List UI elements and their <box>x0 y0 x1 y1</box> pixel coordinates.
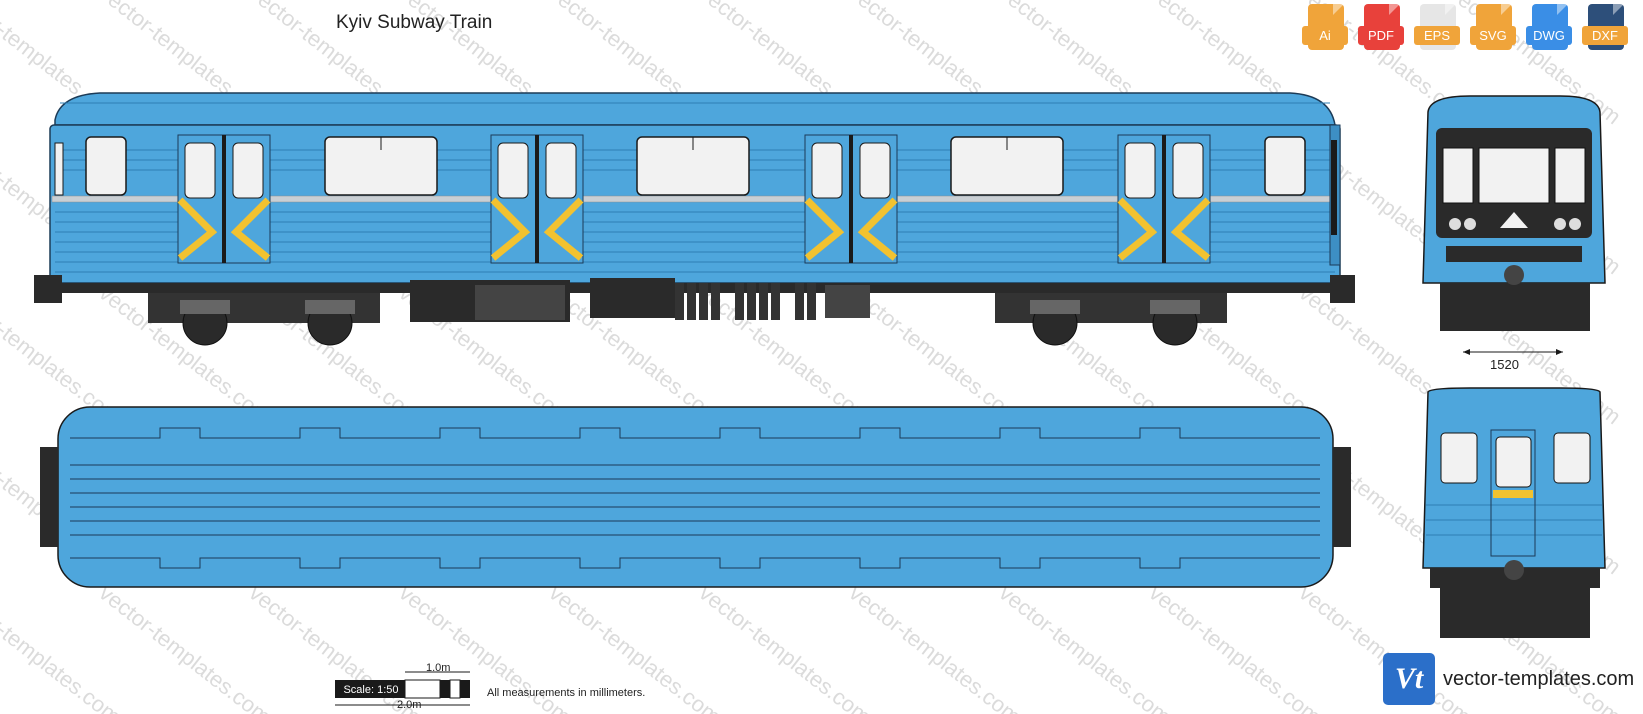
door-pair <box>490 134 584 264</box>
scale-two-meter: 2.0m <box>397 699 422 711</box>
pdf-file-icon[interactable]: PDF <box>1358 4 1404 52</box>
format-label: SVG <box>1470 26 1516 45</box>
top-view <box>40 406 1351 588</box>
bogie <box>995 293 1227 346</box>
rear-view <box>1422 387 1606 638</box>
brand-logo-icon: Vt <box>1383 653 1435 705</box>
format-label: DWG <box>1526 26 1572 45</box>
format-download-bar: Ai PDF EPS SVG DWG DXF <box>1302 4 1638 54</box>
dxf-file-icon[interactable]: DXF <box>1582 4 1628 52</box>
page-title: Kyiv Subway Train <box>336 12 493 33</box>
scale-one-meter: 1.0m <box>426 662 451 674</box>
format-label: PDF <box>1358 26 1404 45</box>
format-label: EPS <box>1414 26 1460 45</box>
front-view <box>1422 95 1606 355</box>
scale-bar-graphic <box>335 671 470 706</box>
format-label: DXF <box>1582 26 1628 45</box>
door-pair <box>1117 134 1211 264</box>
bogie <box>148 293 380 346</box>
track-gauge-dimension: 1520 <box>1490 357 1519 372</box>
dwg-file-icon[interactable]: DWG <box>1526 4 1572 52</box>
eps-file-icon[interactable]: EPS <box>1414 4 1460 52</box>
door-pair <box>177 134 271 264</box>
brand-logo-text: Vt <box>1394 662 1424 695</box>
measurement-note: All measurements in millimeters. <box>487 687 646 699</box>
door-pair <box>804 134 898 264</box>
format-label: Ai <box>1302 26 1348 45</box>
ai-file-icon[interactable]: Ai <box>1302 4 1348 52</box>
scale-label: Scale: 1:50 <box>343 684 399 696</box>
side-view <box>34 92 1355 346</box>
brand-link[interactable]: Vt vector-templates.com <box>1383 653 1634 705</box>
svg-file-icon[interactable]: SVG <box>1470 4 1516 52</box>
brand-name: vector-templates.com <box>1443 667 1635 690</box>
